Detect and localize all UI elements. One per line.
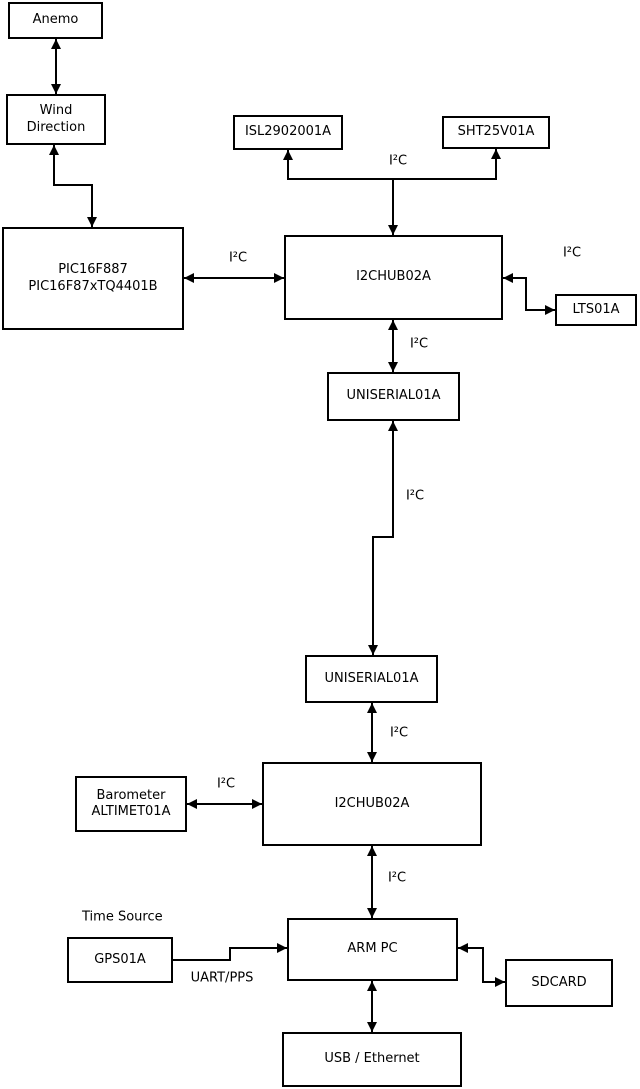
node-uniserial01a-2-label: UNISERIAL01A xyxy=(324,670,419,686)
edge-hub1-lts01a xyxy=(503,273,555,315)
node-lts01a-label: LTS01A xyxy=(572,301,620,317)
node-isl2902001a-label: ISL2902001A xyxy=(244,124,332,140)
i2c-label-barometer-hub2: I²C xyxy=(216,776,236,792)
node-i2chub02a-1-label: I2CHUB02A xyxy=(356,269,431,285)
i2c-label-hub2-armpc: I²C xyxy=(387,870,407,886)
node-gps01a-label: GPS01A xyxy=(94,951,146,967)
node-wind-direction: Wind Direction xyxy=(6,94,106,145)
node-isl2902001a: ISL2902001A xyxy=(233,115,343,150)
i2c-label-hub1-sensors: I²C xyxy=(388,153,408,169)
node-sdcard: SDCARD xyxy=(505,959,613,1007)
node-uniserial01a-1-label: UNISERIAL01A xyxy=(346,388,441,404)
i2c-label-hub1-uniserial1: I²C xyxy=(409,336,429,352)
edge-uniserial1-uniserial2 xyxy=(368,421,398,655)
i2c-label-uniserial-link: I²C xyxy=(405,488,425,504)
node-pic16f887-label: PIC16F887 PIC16F87xTQ4401B xyxy=(28,262,158,294)
i2c-label-pic-hub1: I²C xyxy=(228,250,248,266)
node-i2chub02a-2: I2CHUB02A xyxy=(262,762,482,846)
edge-armpc-sdcard xyxy=(458,943,505,987)
node-sdcard-label: SDCARD xyxy=(531,974,587,990)
node-i2chub02a-1: I2CHUB02A xyxy=(284,235,503,320)
node-pic16f887: PIC16F887 PIC16F87xTQ4401B xyxy=(2,227,184,330)
node-sht25v01a-label: SHT25V01A xyxy=(457,124,535,140)
uart-pps-label: UART/PPS xyxy=(190,970,254,986)
node-gps01a: GPS01A xyxy=(67,937,173,983)
time-source-label: Time Source xyxy=(82,909,163,925)
node-barometer-altimet01a: Barometer ALTIMET01A xyxy=(75,776,187,832)
node-barometer-altimet01a-label: Barometer ALTIMET01A xyxy=(91,787,171,820)
node-uniserial01a-1: UNISERIAL01A xyxy=(327,372,460,421)
node-i2chub02a-2-label: I2CHUB02A xyxy=(334,795,410,811)
node-anemo-label: Anemo xyxy=(32,12,79,28)
node-anemo: Anemo xyxy=(8,2,103,39)
edge-wind-direction-pic xyxy=(49,145,97,227)
i2c-label-uniserial2-hub2: I²C xyxy=(389,725,409,741)
node-lts01a: LTS01A xyxy=(555,294,637,326)
node-usb-ethernet-label: USB / Ethernet xyxy=(324,1051,420,1067)
node-arm-pc-label: ARM PC xyxy=(347,941,398,957)
node-usb-ethernet: USB / Ethernet xyxy=(282,1032,462,1087)
node-wind-direction-label: Wind Direction xyxy=(26,103,86,135)
i2c-label-hub1-lts: I²C xyxy=(562,245,582,261)
node-arm-pc: ARM PC xyxy=(287,918,458,981)
node-uniserial01a-2: UNISERIAL01A xyxy=(305,655,438,703)
node-sht25v01a: SHT25V01A xyxy=(442,116,550,149)
edge-gps-armpc xyxy=(173,943,287,961)
